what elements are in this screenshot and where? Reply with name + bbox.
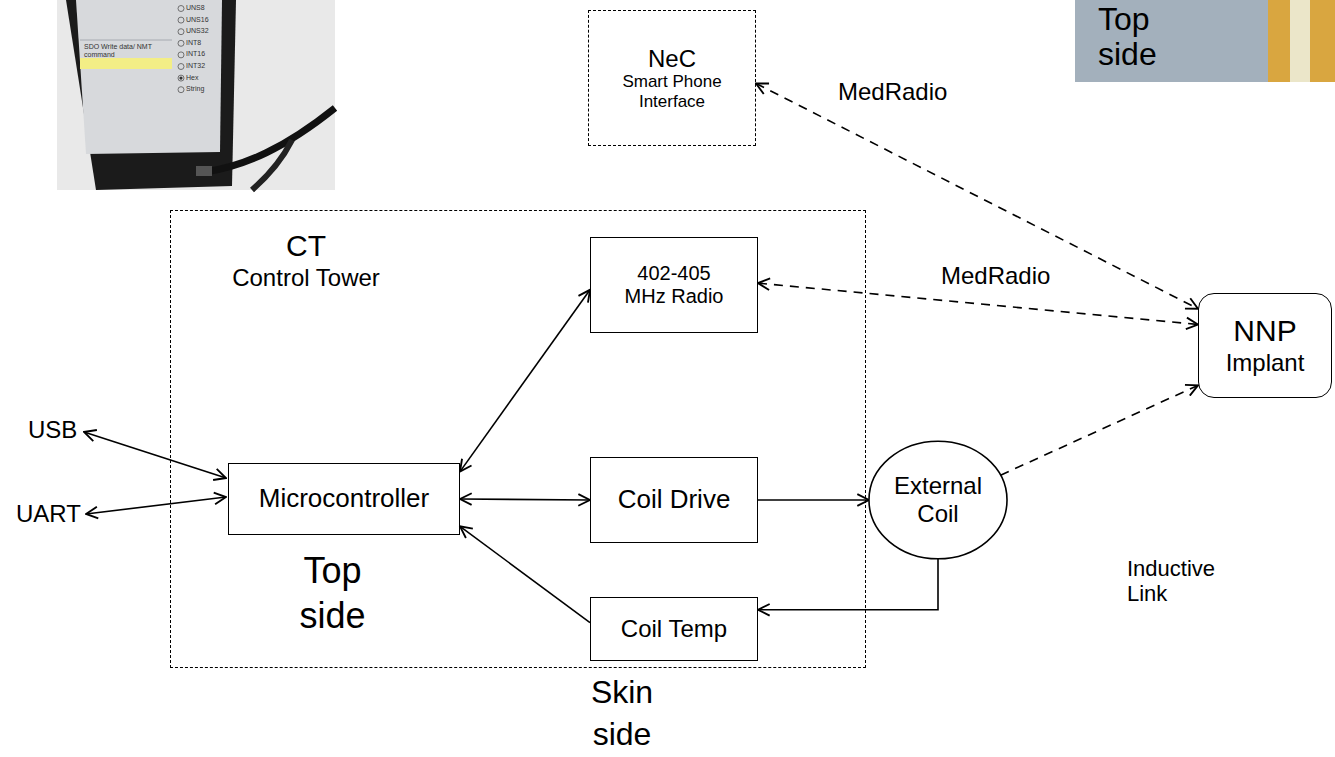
screen-text: SDO Write data/ NMT command xyxy=(84,43,168,59)
side-label: Top side xyxy=(285,548,380,638)
implant-box: NNPImplant xyxy=(1198,293,1332,398)
connector-arrow xyxy=(756,83,1198,308)
usb-wire xyxy=(84,432,226,478)
process-box: 402-405 MHz Radio xyxy=(590,237,758,333)
side-label: Skin side xyxy=(576,672,668,755)
connector-arrow xyxy=(758,499,869,501)
node-title: External Coil xyxy=(883,472,993,527)
connector-arrow xyxy=(460,290,590,472)
node-title: Coil Temp xyxy=(621,615,727,643)
process-box: Microcontroller xyxy=(228,463,460,535)
node-texts: Coil Drive xyxy=(618,485,731,515)
node-title: 402-405 MHz Radio xyxy=(619,262,729,308)
screen-option: UNS32 xyxy=(186,27,226,35)
implant-photo xyxy=(1075,0,1335,82)
connector-arrow xyxy=(460,499,590,500)
node-texts: External Coil xyxy=(883,472,993,527)
node-texts: Microcontroller xyxy=(259,484,430,514)
edge-label: Inductive Link xyxy=(1124,556,1230,607)
node-texts: 402-405 MHz Radio xyxy=(619,262,729,308)
edge-label: MedRadio xyxy=(938,262,1053,290)
node-subtitle: Smart Phone Interface xyxy=(597,72,747,111)
edge-label: MedRadio xyxy=(835,78,950,106)
node-title: NeC xyxy=(597,45,747,73)
connector-arrow xyxy=(460,526,590,622)
node-texts: Coil Temp xyxy=(621,615,727,643)
connector-arrow xyxy=(758,559,938,610)
interface-box: NeCSmart Phone Interface xyxy=(588,10,756,146)
screen-option: INT16 xyxy=(186,50,226,58)
uart-wire xyxy=(86,497,226,514)
node-texts: NNPImplant xyxy=(1226,314,1305,376)
port-label: UART xyxy=(16,500,96,528)
screen-option: INT8 xyxy=(186,39,226,47)
node-title: Microcontroller xyxy=(259,484,430,514)
process-box: Coil Drive xyxy=(590,457,758,543)
coil-ellipse: External Coil xyxy=(868,440,1008,560)
node-texts: CTControl Tower xyxy=(191,229,421,291)
node-texts: NeCSmart Phone Interface xyxy=(597,45,747,112)
photo-label: Top side xyxy=(1098,2,1178,72)
port-label: USB xyxy=(28,416,98,444)
node-subtitle: Implant xyxy=(1226,349,1305,377)
screen-option: UNS16 xyxy=(186,16,226,24)
node-title: Coil Drive xyxy=(618,485,731,515)
process-box: Coil Temp xyxy=(590,597,758,661)
node-subtitle: Control Tower xyxy=(191,264,421,292)
screen-option: INT32 xyxy=(186,62,226,70)
screen-option: UNS8 xyxy=(186,4,226,12)
screen-option: Hex xyxy=(186,74,226,82)
group-box: CTControl Tower 402-405 MHz RadioMicrocon… xyxy=(170,210,866,668)
node-title: NNP xyxy=(1226,314,1305,349)
connector-arrow xyxy=(1001,385,1198,475)
node-title: CT xyxy=(191,229,421,264)
phone-photo xyxy=(57,0,335,190)
screen-option: String xyxy=(186,85,226,93)
